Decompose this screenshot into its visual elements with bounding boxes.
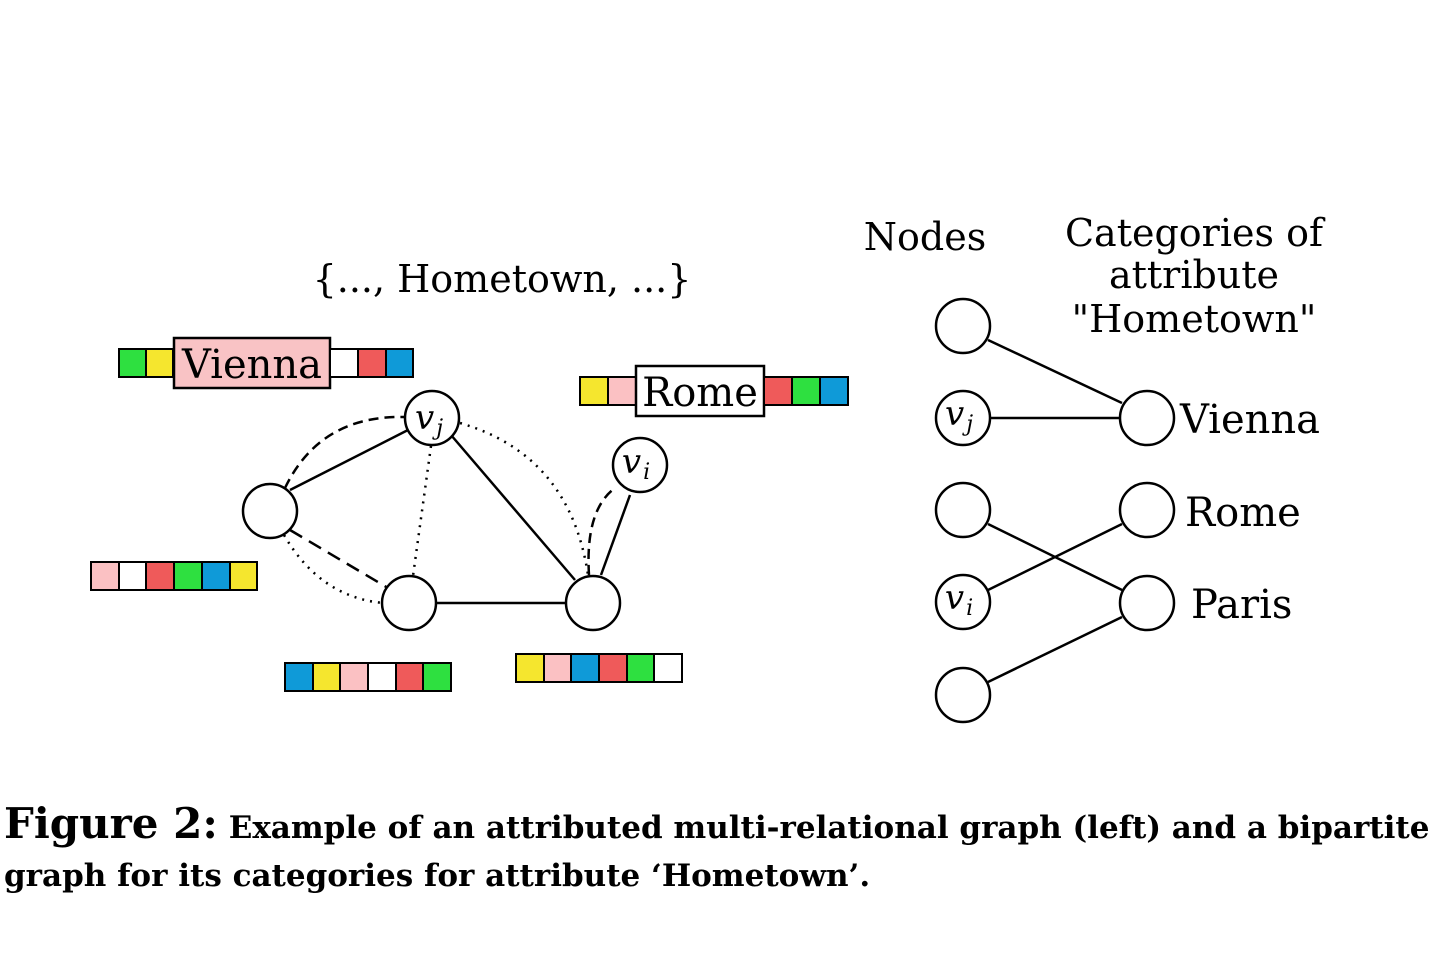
node-vj-label: vj xyxy=(415,398,443,441)
feature-cell xyxy=(579,376,609,406)
feature-cell xyxy=(90,561,120,591)
dotted-edge-vj-d xyxy=(459,421,590,576)
rome-attribute-vector xyxy=(579,364,849,418)
feature-cell xyxy=(367,662,397,692)
feature-cell xyxy=(791,376,821,406)
feature-cell xyxy=(626,653,655,683)
feature-cell xyxy=(653,653,683,683)
feature-cell xyxy=(229,561,258,591)
dashed-edge-d-vi xyxy=(587,486,616,576)
categories-header-line1: Categories of xyxy=(1065,211,1326,255)
feature-cell xyxy=(118,561,147,591)
vienna-label: Vienna xyxy=(181,342,322,388)
dashed-edge-a-vj xyxy=(283,415,406,489)
feature-cell xyxy=(145,561,175,591)
edge-n5-paris xyxy=(987,615,1123,684)
feature-cell xyxy=(763,376,793,406)
category-label-rome: Rome xyxy=(1185,490,1301,536)
category-label-vienna: Vienna xyxy=(1179,397,1320,443)
figure-caption: Figure 2: Example of an attributed multi… xyxy=(4,800,1444,900)
node-c-attribute-vector xyxy=(284,662,452,692)
feature-cell xyxy=(515,653,545,683)
vienna-attribute-vector xyxy=(118,336,414,390)
feature-cell xyxy=(819,376,849,406)
dotted-edge-vj-c xyxy=(411,445,433,577)
bipartite-node-vj-label: vj xyxy=(945,394,973,437)
feature-cell xyxy=(422,662,452,692)
feature-cell xyxy=(385,348,414,378)
edge-a-vj xyxy=(289,428,409,492)
node-vj xyxy=(403,389,461,447)
feature-cell xyxy=(395,662,424,692)
categories-header-line3: "Hometown" xyxy=(1072,297,1317,341)
feature-cell xyxy=(173,561,203,591)
edge-d-vi xyxy=(599,494,632,576)
feature-cell xyxy=(201,561,231,591)
feature-cell xyxy=(339,662,369,692)
category-node-rome xyxy=(1118,481,1176,539)
bipartite-nodes xyxy=(934,297,1176,724)
nodes-header: Nodes xyxy=(864,215,986,259)
node-d-attribute-vector xyxy=(515,653,683,683)
category-node-vienna xyxy=(1118,389,1176,447)
dashed-edge-a-c xyxy=(289,528,389,590)
node-a xyxy=(241,482,299,540)
feature-cell xyxy=(284,662,314,692)
bipartite-edges xyxy=(987,338,1123,684)
bipartite-node-1 xyxy=(934,297,992,355)
left-nodes xyxy=(241,389,669,632)
bipartite-node-vi xyxy=(934,573,992,631)
node-d xyxy=(564,574,622,632)
edge-vj-d xyxy=(450,434,576,581)
feature-cell xyxy=(607,376,637,406)
feature-cell xyxy=(598,653,628,683)
feature-cell xyxy=(145,348,174,378)
bipartite-node-5 xyxy=(934,666,992,724)
dotted-edge-a-c xyxy=(282,534,384,605)
node-vi xyxy=(611,436,669,494)
caption-text: Example of an attributed multi-relationa… xyxy=(4,810,1430,894)
bipartite-node-3 xyxy=(934,481,992,539)
bipartite-node-vj xyxy=(934,389,992,447)
feature-cell xyxy=(312,662,341,692)
edge-n1-vienna xyxy=(987,338,1123,405)
rome-label: Rome xyxy=(642,370,758,416)
graph-figure: vj vi {..., Hometown, ...} Vienna Rome xyxy=(90,211,1326,724)
multi-relational-graph xyxy=(282,415,632,605)
feature-cell xyxy=(329,348,359,378)
feature-cell xyxy=(118,348,147,378)
edge-vi-rome xyxy=(987,522,1123,592)
category-label-paris: Paris xyxy=(1191,582,1292,628)
feature-cell xyxy=(570,653,600,683)
feature-cell xyxy=(543,653,572,683)
feature-cell xyxy=(357,348,387,378)
node-vi-label: vi xyxy=(622,442,650,485)
category-node-paris xyxy=(1118,574,1176,632)
node-c xyxy=(380,574,438,632)
figure-label: Figure 2: xyxy=(4,799,218,848)
attribute-set-label: {..., Hometown, ...} xyxy=(313,257,692,301)
node-a-attribute-vector xyxy=(90,561,258,591)
categories-header-line2: attribute xyxy=(1109,253,1279,297)
bipartite-node-vi-label: vi xyxy=(945,578,973,621)
